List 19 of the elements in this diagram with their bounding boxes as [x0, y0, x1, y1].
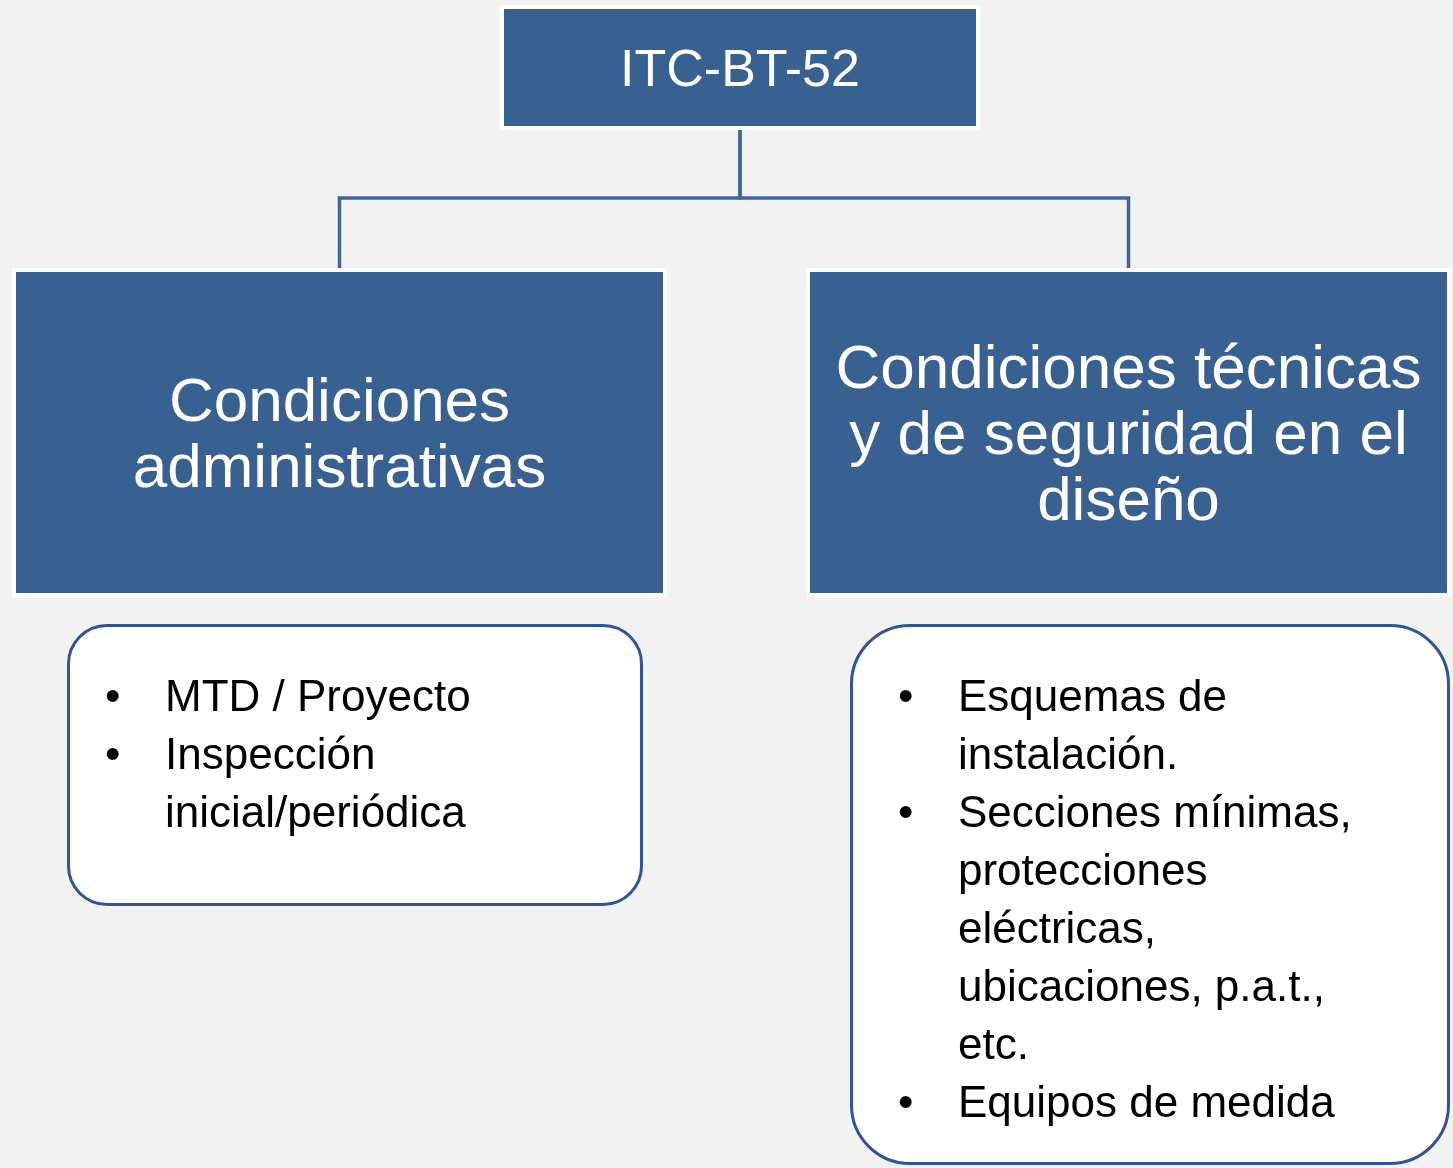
bullet-mark: •	[898, 1077, 914, 1126]
bullet-item: Inspección inicial/periódica	[165, 728, 467, 838]
bullet-item: Equipos de medida	[958, 1076, 1335, 1128]
bullet-mark: •	[898, 671, 914, 720]
box-title: Condiciones administrativas	[131, 366, 548, 499]
bullet-mark: •	[105, 671, 121, 720]
bullet-mark: •	[105, 729, 121, 778]
bullet-list-card	[67, 624, 643, 906]
title-box	[806, 268, 1451, 597]
bullet-item: MTD / Proyecto	[165, 670, 471, 722]
box-title: ITC-BT-52	[620, 38, 860, 97]
box-title: Condiciones técnicas y de seguridad en el diseño	[834, 333, 1423, 532]
connector-line	[738, 130, 1131, 268]
bullet-list-card	[850, 624, 1450, 1165]
title-box	[12, 268, 667, 597]
bullet-item: Secciones mínimas, protecciones eléctricas, ubicaciones, p.a.t., etc.	[958, 786, 1353, 1070]
title-box	[500, 5, 980, 130]
bullet-item: Esquemas de instalación.	[958, 670, 1229, 780]
bullet-mark: •	[898, 787, 914, 836]
